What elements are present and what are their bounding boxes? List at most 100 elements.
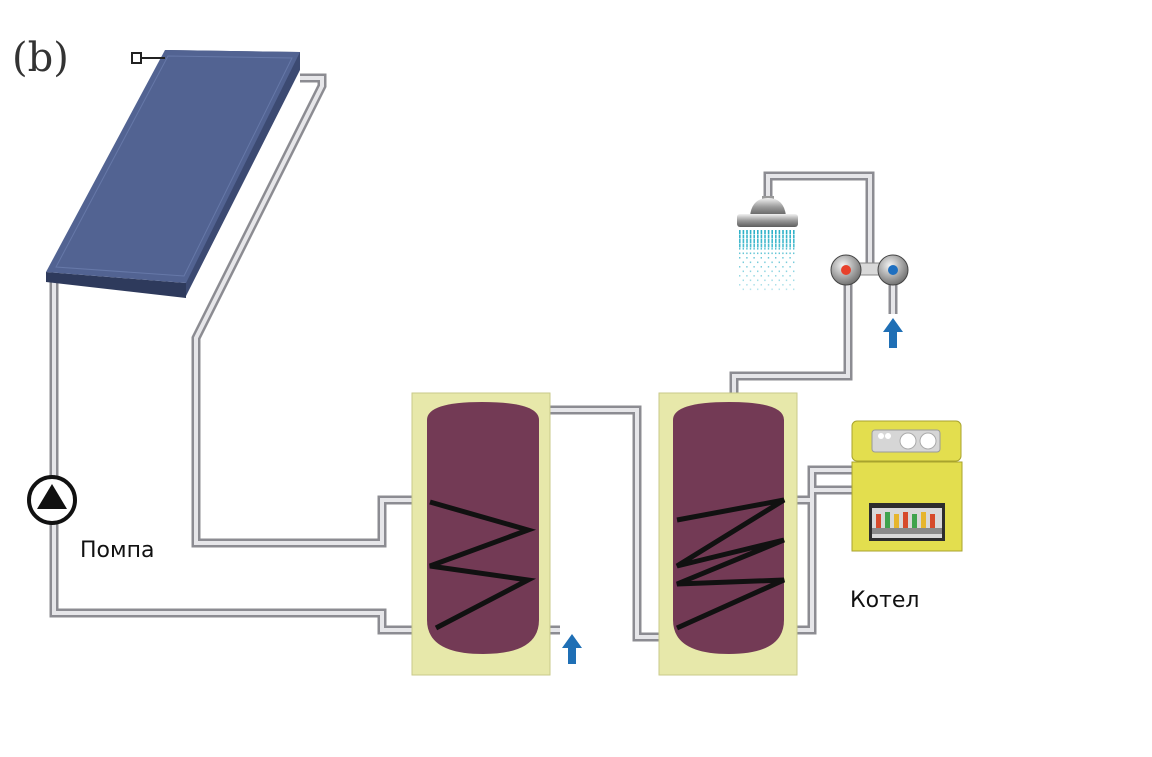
water-droplet: [785, 261, 788, 264]
water-droplet: [746, 284, 748, 286]
water-droplet: [775, 234, 777, 239]
water-droplet: [782, 257, 784, 259]
water-droplet: [767, 257, 770, 259]
water-droplet: [767, 243, 770, 248]
water-droplet: [771, 252, 773, 255]
water-droplet: [793, 230, 795, 234]
water-droplet: [746, 275, 748, 277]
water-droplet: [778, 261, 780, 264]
water-droplet: [760, 230, 763, 234]
water-droplet: [757, 243, 759, 248]
water-droplet: [793, 239, 795, 243]
water-droplet: [771, 261, 773, 264]
water-droplet: [782, 266, 784, 268]
water-droplet: [760, 252, 762, 255]
water-droplet: [778, 230, 781, 234]
water-droplet: [785, 252, 788, 255]
water-droplet: [742, 230, 745, 234]
water-droplet: [764, 261, 766, 264]
water-droplet: [785, 239, 788, 243]
water-droplet: [764, 230, 766, 234]
water-droplet: [746, 234, 748, 239]
water-droplet: [749, 288, 752, 291]
water-droplet: [785, 230, 788, 234]
water-droplet: [782, 234, 784, 239]
water-droplet: [785, 234, 788, 239]
water-droplet: [739, 239, 741, 243]
water-droplet: [775, 243, 777, 248]
pipe-collector-return: [49, 282, 412, 635]
water-droplet: [775, 275, 777, 277]
water-droplet: [746, 266, 748, 268]
water-droplet: [753, 284, 755, 286]
water-droplet: [785, 279, 788, 282]
water-droplet: [775, 230, 777, 234]
water-droplet: [760, 257, 762, 259]
water-droplet: [749, 270, 752, 273]
water-droplet: [757, 239, 759, 243]
water-droplet: [789, 234, 791, 239]
water-droplet: [775, 284, 777, 286]
water-droplet: [793, 270, 795, 273]
water-droplet: [753, 239, 755, 243]
water-droplet: [775, 252, 777, 255]
heat-exchanger-coil-1: [429, 499, 537, 631]
water-droplet: [789, 243, 791, 248]
water-droplet: [764, 252, 766, 255]
water-droplet: [760, 243, 763, 248]
water-droplet: [793, 234, 795, 239]
water-droplet: [785, 288, 788, 291]
water-droplet: [739, 234, 741, 239]
water-droplet: [757, 270, 759, 273]
boiler-label: Котел: [850, 588, 920, 613]
water-droplet: [739, 230, 741, 234]
water-droplet: [778, 248, 780, 250]
water-droplet: [757, 279, 759, 282]
sensor-icon: [131, 52, 165, 64]
water-droplet: [760, 266, 762, 268]
water-droplet: [739, 243, 741, 248]
water-droplet: [793, 279, 795, 282]
water-droplet: [789, 266, 791, 268]
water-droplet: [749, 279, 752, 282]
water-droplet: [746, 252, 748, 255]
water-droplet: [785, 248, 788, 250]
water-droplet: [775, 248, 777, 250]
water-droplet: [789, 275, 791, 277]
water-droplet: [753, 252, 755, 255]
water-droplet: [778, 234, 781, 239]
water-droplet: [771, 279, 773, 282]
water-droplet: [778, 239, 781, 243]
pipe-boiler-flow: [797, 465, 852, 505]
water-droplet: [746, 248, 748, 250]
water-droplet: [793, 243, 795, 248]
water-droplet: [789, 248, 791, 250]
water-droplet: [749, 252, 752, 255]
water-droplet: [793, 252, 795, 255]
water-droplet: [764, 239, 766, 243]
water-droplet: [793, 261, 795, 264]
water-droplet: [757, 261, 759, 264]
water-droplet: [749, 234, 752, 239]
water-droplet: [764, 288, 766, 291]
water-droplet: [778, 288, 780, 291]
water-droplet: [753, 266, 755, 268]
water-droplet: [767, 266, 770, 268]
solar-collector-icon: [46, 50, 300, 298]
water-droplet: [789, 252, 791, 255]
water-droplet: [749, 261, 752, 264]
water-droplet: [739, 248, 741, 250]
water-droplet: [771, 270, 773, 273]
water-droplet: [760, 248, 762, 250]
water-droplet: [778, 252, 780, 255]
water-droplet: [742, 270, 744, 273]
mixer-valve-icon: [830, 254, 909, 286]
water-droplet: [753, 243, 755, 248]
water-droplet: [760, 275, 762, 277]
water-droplet: [771, 248, 773, 250]
pump-icon: [27, 475, 77, 525]
water-droplet: [789, 257, 791, 259]
water-droplet: [767, 275, 770, 277]
water-droplet: [749, 230, 752, 234]
storage-tank-solar: [411, 392, 551, 676]
